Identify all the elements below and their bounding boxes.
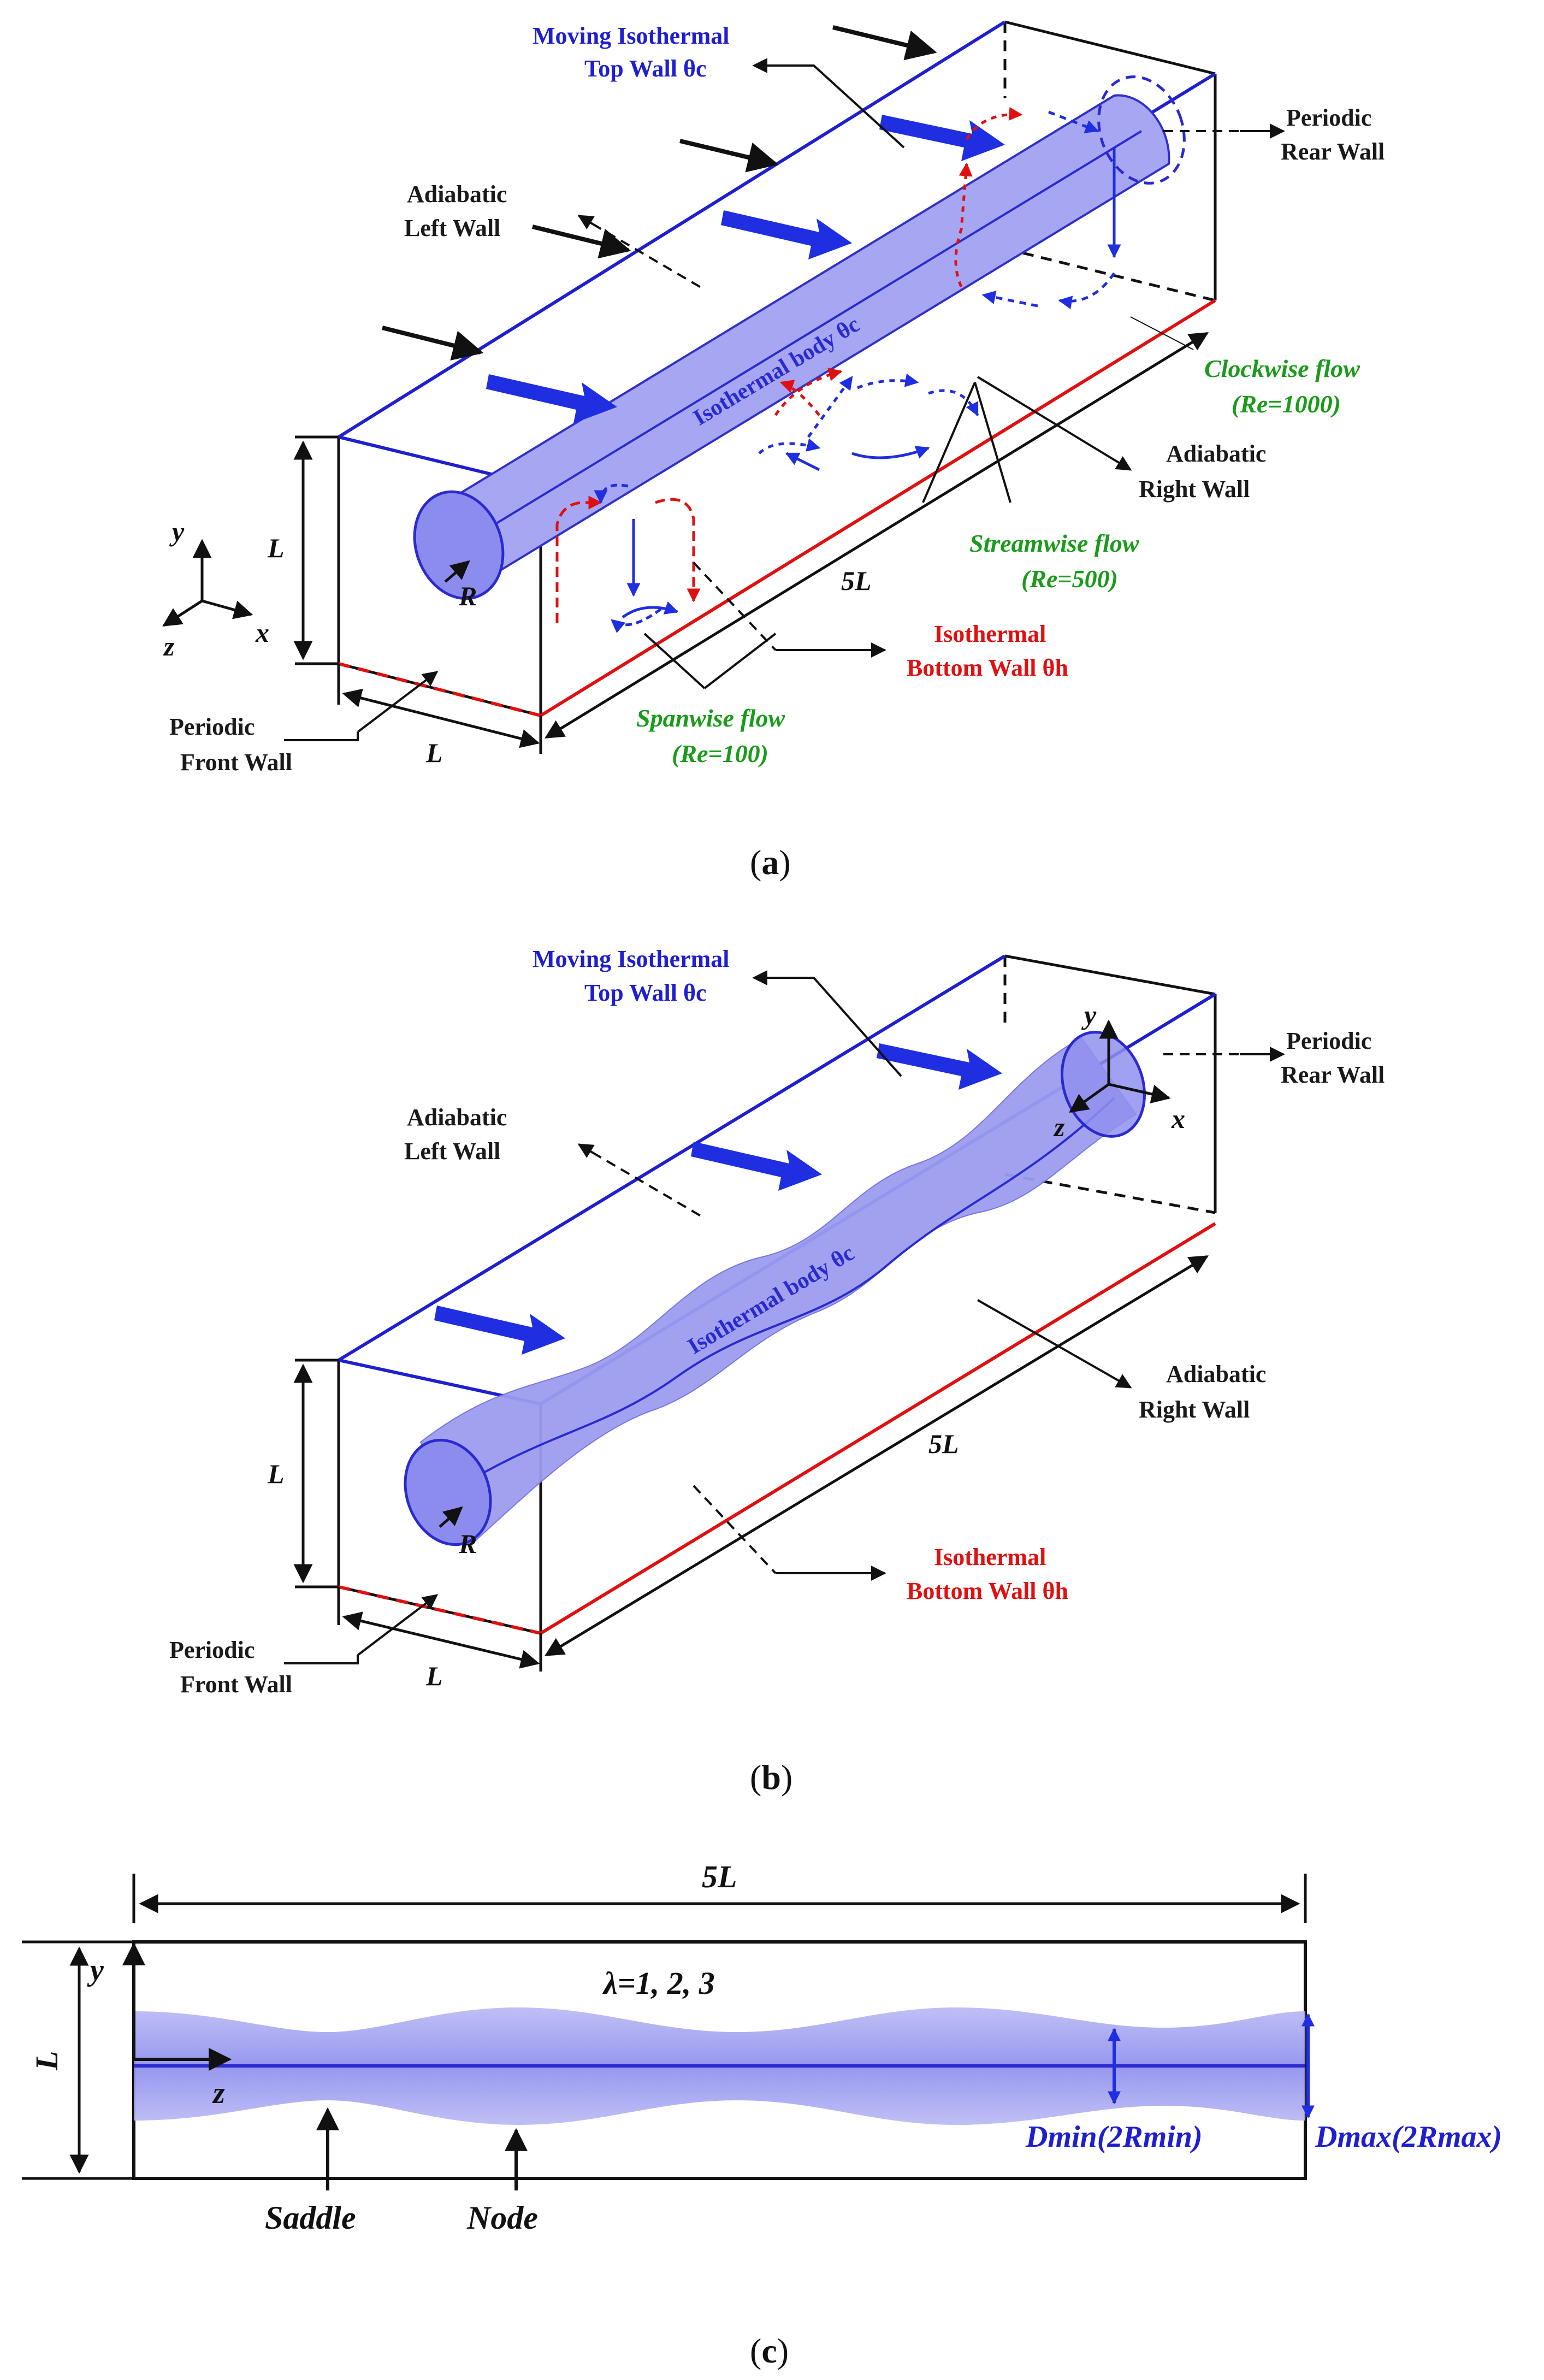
height-label-b: L — [267, 1458, 285, 1489]
length-label-b: 5L — [928, 1428, 959, 1459]
radius-label-a: R — [458, 581, 477, 611]
left-wall-label-a-2: Left Wall — [404, 215, 500, 241]
bottom-wall-label-a-1: Isothermal — [934, 621, 1046, 647]
axis-y-label-c: y — [87, 1953, 104, 1987]
front-wall-label-a-1: Periodic — [169, 713, 255, 740]
top-wall-flow-arrows-b — [434, 1043, 1002, 1355]
wavelength-label-c: λ=1, 2, 3 — [602, 1965, 715, 2001]
caption-c: (c) — [750, 2331, 789, 2370]
radius-label-b: R — [458, 1528, 477, 1559]
panel-c: 5L y z L λ=1, 2, 3 Dmin(2Rmin) Dmax(2Rma… — [22, 1859, 1502, 2370]
dimensions-a — [293, 332, 1209, 754]
front-wall-label-b-2: Front Wall — [180, 1671, 292, 1698]
front-wall-label-a-2: Front Wall — [180, 749, 292, 776]
node-label-c: Node — [466, 2200, 538, 2236]
axes-b — [1069, 1019, 1171, 1113]
top-wall-edges-a — [338, 20, 1216, 488]
spanwise-label-a-1: Spanwise flow — [636, 704, 785, 732]
saddle-label-c: Saddle — [265, 2200, 356, 2236]
caption-b: (b) — [750, 1758, 792, 1797]
dmin-label-c: Dmin(2Rmin) — [1025, 2120, 1203, 2154]
clockwise-label-a-2: (Re=1000) — [1232, 390, 1341, 418]
dimension-l-c — [22, 1940, 134, 2180]
bottom-wall-label-a-2: Bottom Wall θh — [907, 654, 1068, 681]
moving-wall-arrows-a — [382, 25, 937, 361]
saddle-node-arrows-c — [316, 2107, 528, 2190]
left-wall-label-b-1: Adiabatic — [407, 1104, 507, 1131]
axes-c — [122, 1942, 232, 2071]
left-wall-label-a-1: Adiabatic — [407, 181, 507, 208]
clockwise-flow-a — [954, 107, 1121, 310]
spanwise-label-a-2: (Re=100) — [672, 740, 768, 767]
width-label-a: L — [425, 737, 443, 768]
length-label-a: 5L — [841, 565, 872, 596]
rear-wall-label-b-1: Periodic — [1286, 1027, 1371, 1054]
clockwise-label-a-1: Clockwise flow — [1204, 355, 1360, 382]
axis-x-label-a: x — [255, 617, 269, 648]
left-wall-label-b-2: Left Wall — [404, 1138, 500, 1165]
rear-wall-label-a-2: Rear Wall — [1281, 138, 1385, 165]
axis-z-label-b: z — [1053, 1112, 1065, 1142]
top-wall-label-b-1: Moving Isothermal — [533, 946, 730, 972]
axes-a — [162, 539, 253, 627]
caption-a: (a) — [750, 843, 791, 882]
caption-c-letter: c — [761, 2331, 777, 2370]
dmax-label-c: Dmax(2Rmax) — [1315, 2120, 1502, 2154]
axis-y-label-a: y — [169, 516, 185, 547]
right-wall-label-b-2: Right Wall — [1139, 1396, 1250, 1423]
axis-z-label-a: z — [163, 631, 175, 662]
caption-a-letter: a — [761, 843, 779, 882]
bottom-wall-label-b-2: Bottom Wall θh — [907, 1578, 1068, 1604]
front-wall-label-b-1: Periodic — [169, 1637, 255, 1663]
panel-a: R — [162, 20, 1385, 882]
caption-b-letter: b — [761, 1758, 781, 1797]
rear-wall-label-b-2: Rear Wall — [1281, 1061, 1385, 1088]
right-wall-label-a-2: Right Wall — [1139, 476, 1250, 503]
axis-x-label-b: x — [1171, 1103, 1185, 1134]
top-wall-label-b-2: Top Wall θc — [584, 979, 707, 1006]
right-wall-label-b-1: Adiabatic — [1166, 1361, 1266, 1387]
length-label-c: 5L — [702, 1859, 737, 1894]
diameter-arrows-c — [1108, 2013, 1315, 2119]
bottom-wall-label-b-1: Isothermal — [934, 1544, 1046, 1570]
height-label-c: L — [29, 2051, 64, 2071]
axis-z-label-c: z — [212, 2076, 225, 2110]
panel-b: R Isothermal body θc y x z — [169, 946, 1385, 1797]
axis-y-label-b: y — [1081, 1000, 1097, 1030]
dimension-5l-c — [132, 1874, 1307, 1923]
flow-labels-a: Clockwise flow (Re=1000) Streamwise flow… — [636, 355, 1360, 767]
top-wall-label-a-2: Top Wall θc — [584, 55, 707, 82]
width-label-b: L — [425, 1661, 443, 1691]
dimensions-b — [293, 1255, 1209, 1672]
wall-labels-b: Moving Isothermal Top Wall θc Periodic R… — [169, 946, 1385, 1698]
streamwise-label-a-2: (Re=500) — [1021, 565, 1118, 593]
top-wall-label-a-1: Moving Isothermal — [533, 22, 730, 49]
streamwise-label-a-1: Streamwise flow — [969, 529, 1139, 557]
height-label-a: L — [267, 533, 285, 563]
rear-wall-label-a-1: Periodic — [1286, 104, 1371, 131]
right-wall-label-a-1: Adiabatic — [1166, 440, 1266, 467]
